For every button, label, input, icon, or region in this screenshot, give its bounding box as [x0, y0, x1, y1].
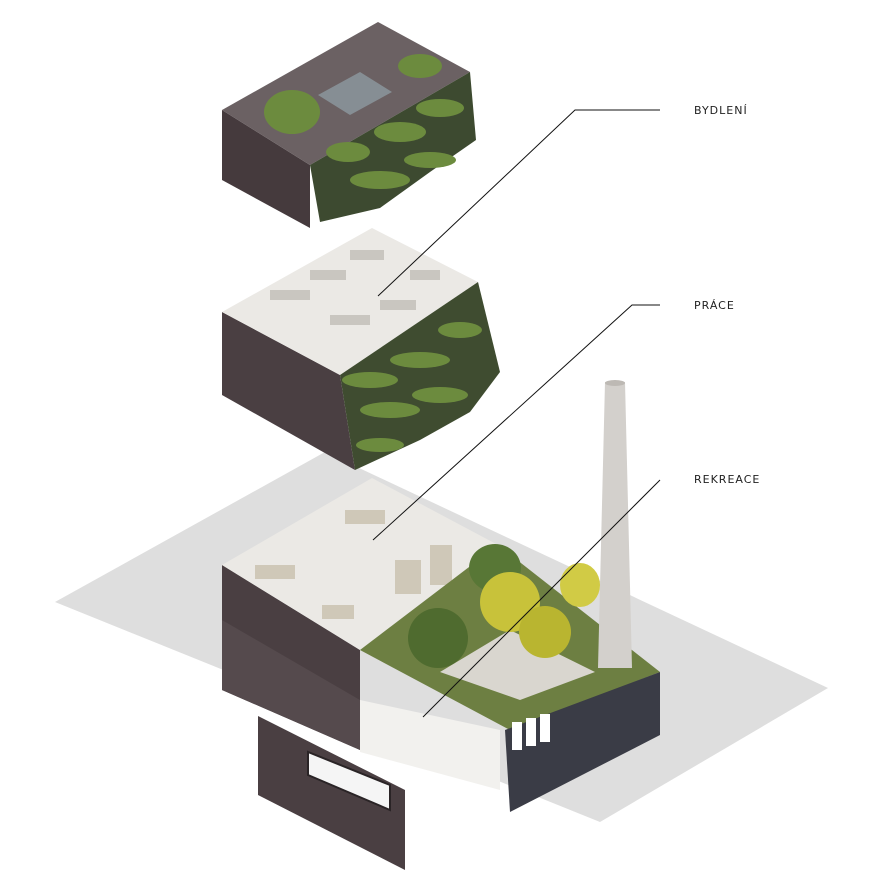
top-module-glass-roof [318, 72, 392, 115]
wall-panel-window [307, 750, 391, 812]
middle-module-greenery [342, 322, 482, 452]
hall-right-wall [505, 672, 660, 812]
leader-line-bydleni [377, 109, 660, 297]
garden-path [440, 630, 595, 700]
leader-line-prace [372, 304, 660, 541]
base-module [222, 478, 660, 812]
middle-module-left-wall [222, 312, 355, 470]
label-rekreace: REKREACE [694, 473, 760, 486]
wall-panel [258, 716, 405, 870]
top-module-left-wall [222, 110, 310, 228]
base-module-lower-left-wall [222, 620, 360, 750]
chimney-top [605, 380, 625, 386]
top-module-greenery [264, 54, 464, 189]
recreation-hall [360, 700, 500, 790]
detached-wall-panel [258, 716, 405, 870]
middle-module-floor [222, 228, 478, 375]
middle-module-partitions [270, 250, 440, 325]
label-prace: PRÁCE [694, 299, 735, 312]
middle-module [222, 228, 500, 470]
garden-trees [408, 544, 600, 668]
label-bydleni: BYDLENÍ [694, 104, 748, 117]
leader-line-rekreace [422, 479, 661, 718]
base-module-desks [255, 510, 452, 619]
hall-windows [512, 714, 550, 750]
top-module [222, 22, 476, 228]
base-module-work-floor [222, 478, 498, 650]
